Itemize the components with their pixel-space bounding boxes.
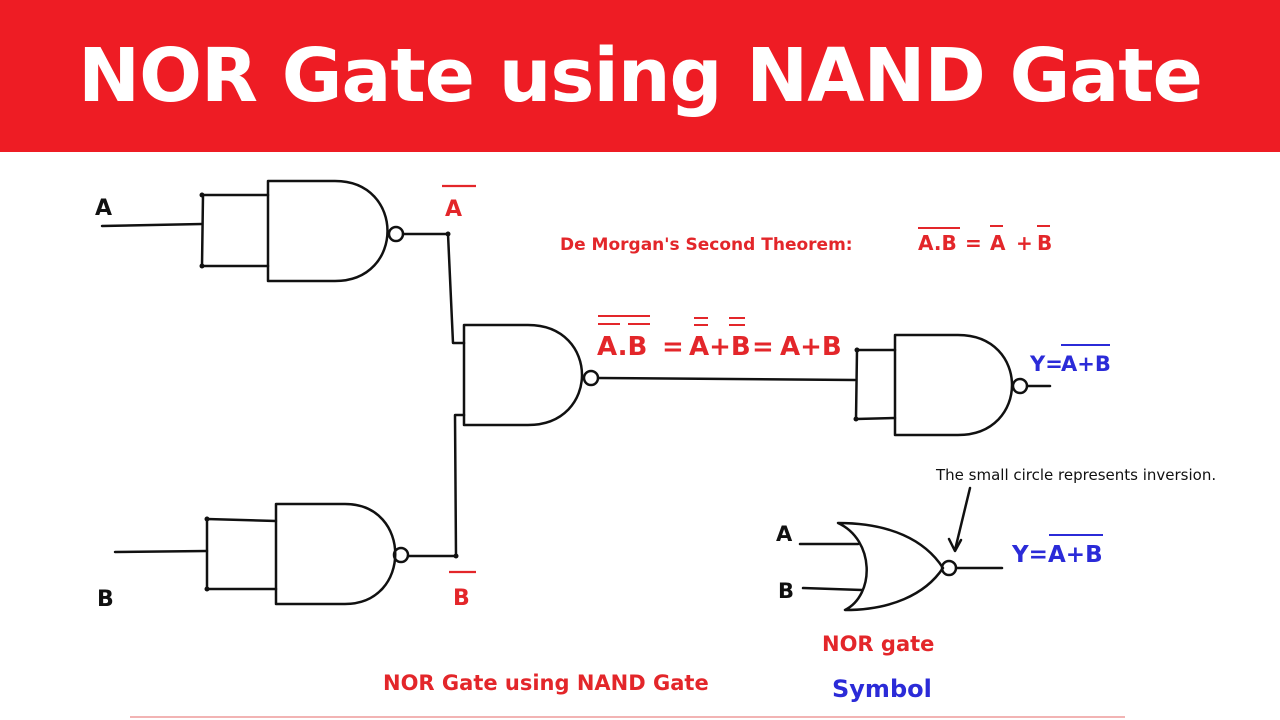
a-bar-label: A xyxy=(445,197,462,222)
gate-4-tied-inputs xyxy=(854,348,897,421)
nand-gate-b xyxy=(113,502,458,606)
diagram-caption: NOR Gate using NAND Gate xyxy=(383,671,709,695)
theorem-plus: + xyxy=(1016,231,1033,255)
gate-1-body xyxy=(266,179,389,283)
theorem-lhs: A.B xyxy=(918,231,957,255)
gate-1-tied-inputs xyxy=(200,193,270,268)
theorem-prefix: De Morgan's Second Theorem: xyxy=(560,235,853,255)
middle-expression: A.B = A+B = A+B xyxy=(597,315,842,362)
gate-2-input-wire xyxy=(113,549,209,554)
mid-lhs: A.B xyxy=(597,332,647,362)
symbol-caption: Symbol xyxy=(832,675,932,703)
nor-gate-symbol xyxy=(798,486,1004,612)
gate-3-bubble xyxy=(582,369,600,387)
gate-4-bubble xyxy=(1011,377,1029,395)
title-banner: NOR Gate using NAND Gate xyxy=(0,0,1280,152)
mid-result: A+B xyxy=(780,332,842,362)
theorem-eq: = xyxy=(965,231,982,255)
nor-gate-name: NOR gate xyxy=(822,632,934,656)
theorem-a: A xyxy=(990,231,1006,255)
gate-2-tied-inputs xyxy=(205,517,278,591)
nand-gate-middle xyxy=(462,323,857,427)
wire-b-bar xyxy=(453,413,466,558)
gate-2-body xyxy=(274,502,397,606)
annotation-arrow-head xyxy=(947,537,963,553)
nand-gate-a xyxy=(100,179,450,283)
nand-gate-output xyxy=(854,333,1052,437)
output-expr: A+B xyxy=(1061,352,1111,376)
gate-1-input-wire xyxy=(100,222,204,228)
mid-eq1: = xyxy=(662,332,684,362)
nor-body xyxy=(836,521,945,612)
nor-input-b xyxy=(801,586,864,592)
demorgan-theorem: De Morgan's Second Theorem: A.B = A + B xyxy=(560,225,1052,255)
inversion-note: The small circle represents inversion. xyxy=(935,466,1216,484)
symbol-output-expr: A+B xyxy=(1048,542,1103,568)
symbol-output-y: Y= xyxy=(1011,542,1048,568)
mid-eq2: = xyxy=(752,332,774,362)
symbol-input-a: A xyxy=(776,522,793,546)
b-bar-label: B xyxy=(453,586,470,611)
gate-3-output-wire xyxy=(596,376,857,382)
gate-4-body xyxy=(893,333,1014,437)
gate-1-bubble xyxy=(387,225,405,243)
mid-sum: A+B xyxy=(689,332,751,362)
output-y-label: Y= xyxy=(1029,352,1063,376)
theorem-b: B xyxy=(1037,231,1052,255)
input-a-label: A xyxy=(95,196,112,221)
page-title: NOR Gate using NAND Gate xyxy=(78,33,1203,119)
wire-a-bar xyxy=(446,232,466,345)
footer-divider xyxy=(130,716,1125,718)
annotation-arrow xyxy=(953,486,972,552)
symbol-input-b: B xyxy=(778,579,794,603)
input-b-label: B xyxy=(97,587,114,612)
gate-3-body xyxy=(462,323,584,427)
